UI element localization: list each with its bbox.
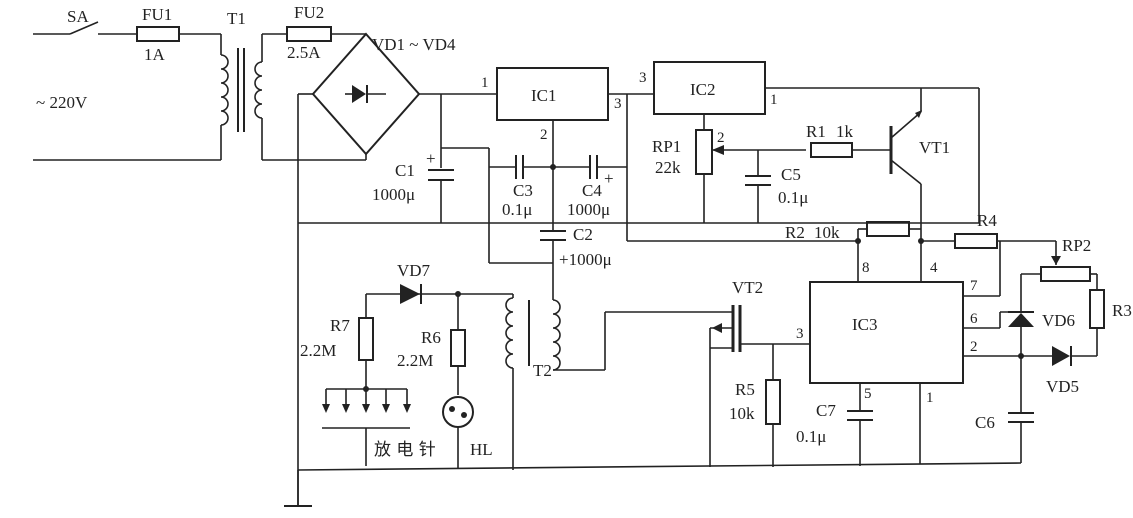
- resistor-r3: [1089, 289, 1105, 329]
- pin-ic3-5: 5: [864, 386, 872, 402]
- switch-sa-blade: [69, 21, 99, 35]
- pin-ic3-1: 1: [926, 390, 934, 406]
- label-r5: R5: [735, 380, 755, 399]
- diode-vd6: [1008, 311, 1034, 356]
- pin-ic2-in: 3: [639, 70, 647, 86]
- label-rp1: RP1: [652, 137, 681, 156]
- label-c3: C3: [513, 181, 533, 200]
- ground-rail-lower: [297, 462, 1022, 471]
- capacitor-c7: [847, 383, 873, 466]
- fuse-fu2-and-bridge: [262, 26, 497, 505]
- label-c4-plus: +: [604, 169, 614, 188]
- capacitors-c3-c4: [441, 94, 628, 263]
- label-ic1: IC1: [531, 86, 557, 105]
- transistor-vt1: [889, 88, 922, 282]
- pin-ic2-out: 1: [770, 92, 778, 108]
- label-vd7: VD7: [397, 261, 431, 280]
- label-t2: T2: [533, 361, 552, 380]
- label-hl: HL: [470, 440, 493, 459]
- label-r7: R7: [330, 316, 350, 335]
- diode-vd5: [1052, 346, 1097, 366]
- label-r5-value: 10k: [729, 404, 755, 423]
- resistor-r5: [765, 379, 781, 425]
- pin-ic3-7: 7: [970, 278, 978, 294]
- label-sa: SA: [67, 7, 89, 26]
- label-r4: R4: [977, 211, 997, 230]
- label-r3: R3: [1112, 301, 1132, 320]
- label-c5-value: 0.1μ: [778, 188, 808, 207]
- potentiometer-rp1: [695, 129, 806, 223]
- label-c3-value: 0.1μ: [502, 200, 532, 219]
- label-c5: C5: [781, 165, 801, 184]
- pin-ic1-gnd: 2: [540, 127, 548, 143]
- fuse-fu1: [136, 26, 180, 42]
- label-rp1-value: 22k: [655, 158, 681, 177]
- pin-ic3-2: 2: [970, 339, 978, 355]
- label-c2-value: +1000μ: [559, 250, 612, 269]
- label-vd6: VD6: [1042, 311, 1075, 330]
- label-r1: R1: [806, 122, 826, 141]
- label-mains: ~ 220V: [36, 93, 88, 112]
- label-vd5: VD5: [1046, 377, 1079, 396]
- capacitor-c5: [745, 150, 771, 223]
- label-fu2: FU2: [294, 3, 324, 22]
- label-r2: R2: [785, 223, 805, 242]
- ic3-timer: [809, 281, 964, 384]
- resistor-r4: [954, 233, 998, 249]
- pin-ic3-3: 3: [796, 326, 804, 342]
- fuse-fu2: [286, 26, 332, 42]
- label-fu2-value: 2.5A: [287, 43, 321, 62]
- pin-ic1-out: 3: [614, 96, 622, 112]
- label-ic3: IC3: [852, 315, 878, 334]
- resistor-r1: [810, 142, 853, 158]
- capacitor-c1: [428, 94, 454, 223]
- pin-ic1-in: 1: [481, 75, 489, 91]
- label-r7-value: 2.2M: [300, 341, 336, 360]
- label-c6: C6: [975, 413, 995, 432]
- label-c7: C7: [816, 401, 836, 420]
- resistor-r2: [866, 221, 910, 237]
- ground-symbol: [284, 470, 312, 507]
- label-r6-value: 2.2M: [397, 351, 433, 370]
- label-c4-value: 1000μ: [567, 200, 610, 219]
- label-fu1-value: 1A: [144, 45, 166, 64]
- pin-ic3-6: 6: [970, 311, 978, 327]
- label-c1: C1: [395, 161, 415, 180]
- label-bridge: VD1 ~ VD4: [372, 35, 456, 54]
- neon-lamp-hl: [442, 396, 474, 428]
- resistor-r6: [450, 329, 466, 367]
- potentiometer-rp2: [1040, 266, 1091, 282]
- label-vt2: VT2: [732, 278, 763, 297]
- label-ic2: IC2: [690, 80, 716, 99]
- resistor-r7: [358, 317, 374, 361]
- mosfet-vt2: [702, 305, 810, 380]
- label-c7-value: 0.1μ: [796, 427, 826, 446]
- label-fu1: FU1: [142, 5, 172, 24]
- label-c1-plus: +: [426, 149, 436, 168]
- pin-ic3-4: 4: [930, 260, 938, 276]
- pin-ic2-adj: 2: [717, 130, 725, 146]
- label-c1-value: 1000μ: [372, 185, 415, 204]
- pin-ic3-8: 8: [862, 260, 870, 276]
- label-rp2: RP2: [1062, 236, 1091, 255]
- label-vt1: VT1: [919, 138, 950, 157]
- label-discharge-needle: 放 电 针: [374, 440, 436, 460]
- capacitor-c2: [489, 223, 858, 300]
- output-section: [322, 284, 513, 468]
- capacitor-c6: [1008, 356, 1034, 463]
- label-t1: T1: [227, 9, 246, 28]
- label-c4: C4: [582, 181, 602, 200]
- label-r1-value: 1k: [836, 122, 854, 141]
- label-r6: R6: [421, 328, 441, 347]
- mains-input: [33, 21, 222, 161]
- transformer-t1: [220, 34, 263, 160]
- label-r2-value: 10k: [814, 223, 840, 242]
- transformer-t2: [505, 294, 702, 470]
- label-c2: C2: [573, 225, 593, 244]
